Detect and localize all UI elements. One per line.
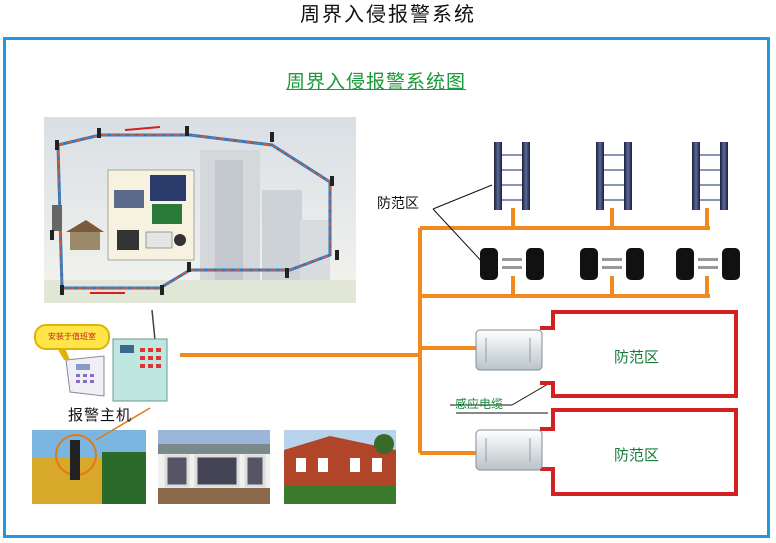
alarm-host-device <box>56 309 168 402</box>
page-title: 周界入侵报警系统 <box>300 2 476 26</box>
site-plan-image <box>44 117 356 303</box>
diagram-title: 周界入侵报警系统图 <box>286 71 467 93</box>
zone-label-beams: 防范区 <box>377 196 419 212</box>
beam-detector-3 <box>676 248 740 280</box>
beam-tower-3 <box>692 142 728 210</box>
beam-tower-1 <box>494 142 530 210</box>
photo-beam-installation <box>32 407 151 504</box>
photo-villa <box>284 430 396 504</box>
photo-building-window <box>158 430 270 504</box>
beam-detector-2 <box>580 248 644 280</box>
location-note-bubble: 安装于值班室 <box>34 324 110 350</box>
zone-label-1: 防范区 <box>614 348 660 366</box>
zone-label-2: 防范区 <box>614 446 660 464</box>
cable-processor-1 <box>475 329 543 371</box>
cable-processor-2 <box>475 429 543 471</box>
beam-detector-1 <box>480 248 544 280</box>
sensing-cable-label: 感应电缆 <box>455 397 504 411</box>
beam-tower-2 <box>596 142 632 210</box>
alarm-host-label: 报警主机 <box>68 406 133 424</box>
